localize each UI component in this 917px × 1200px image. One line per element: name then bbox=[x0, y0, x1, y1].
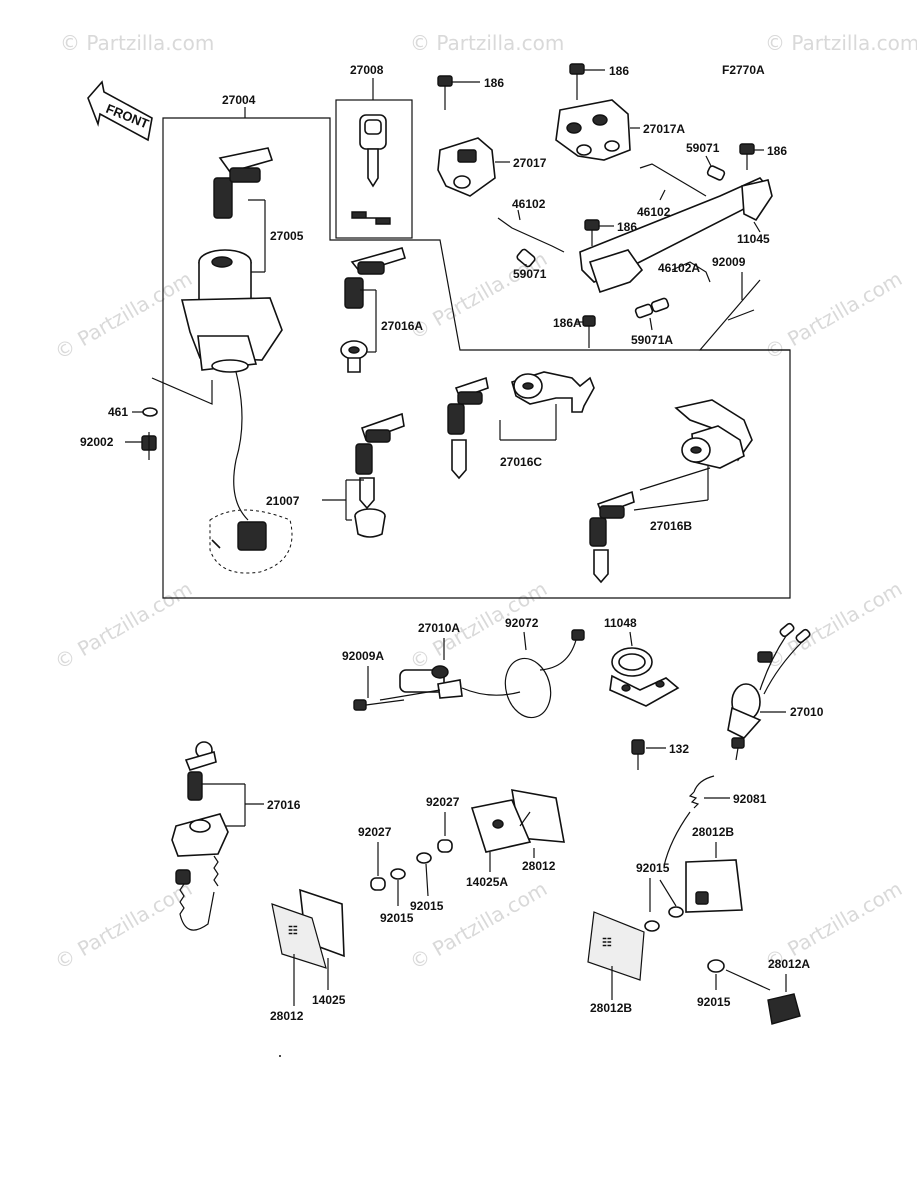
part-92027-spacer-a: 92027 bbox=[358, 825, 392, 891]
part-28012B-reflector-lower: ☷ 28012B bbox=[587, 911, 645, 1015]
part-92015-washer-d: 92015 bbox=[697, 959, 771, 1009]
watermark: © Partzilla.com bbox=[410, 31, 564, 55]
part-28012A-reflector: 28012A bbox=[767, 957, 810, 1025]
part-28012-reflector-mid: 28012 14025A bbox=[466, 789, 565, 889]
part-label-92027: 92027 bbox=[426, 795, 460, 809]
watermark: © Partzilla.com bbox=[761, 576, 907, 674]
part-label-28012: 28012 bbox=[270, 1009, 304, 1023]
part-label-27016B: 27016B bbox=[650, 519, 692, 533]
part-label-132: 132 bbox=[669, 742, 689, 756]
part-label-14025A: 14025A bbox=[466, 875, 508, 889]
part-label-92002: 92002 bbox=[80, 435, 114, 449]
part-27016C-lock: 27016C bbox=[447, 371, 595, 480]
part-label-461: 461 bbox=[108, 405, 128, 419]
part-92081-spring: 92081 bbox=[663, 775, 767, 867]
part-label-27017A: 27017A bbox=[643, 122, 685, 136]
part-label-27010A: 27010A bbox=[418, 621, 460, 635]
part-label-11048: 11048 bbox=[604, 616, 637, 630]
part-label-92072: 92072 bbox=[505, 616, 539, 630]
part-label-46102: 46102 bbox=[637, 205, 671, 219]
part-label-59071: 59071 bbox=[686, 141, 720, 155]
part-186-bolt-a: 186 bbox=[437, 75, 504, 110]
part-label-27016A: 27016A bbox=[381, 319, 423, 333]
stray-dot bbox=[279, 1055, 281, 1057]
watermark: © Partzilla.com bbox=[765, 31, 917, 55]
part-92027-spacer-b: 92027 bbox=[426, 795, 460, 853]
part-label-27004: 27004 bbox=[222, 93, 256, 107]
part-11048-clamp: 11048 bbox=[604, 616, 680, 707]
part-label-92015: 92015 bbox=[636, 861, 670, 875]
part-27017-bracket: 27017 bbox=[437, 137, 547, 197]
part-92002-screw: 92002 bbox=[80, 432, 157, 460]
part-27017A-bracket: 27017A bbox=[555, 99, 685, 161]
part-186A-bolt: 186A bbox=[553, 315, 596, 348]
part-label-59071A: 59071A bbox=[631, 333, 673, 347]
part-label-92009A: 92009A bbox=[342, 649, 384, 663]
part-186-bolt-b: 186 bbox=[569, 63, 629, 100]
part-132-bolt: 132 bbox=[631, 739, 689, 770]
part-461-washer: 461 bbox=[108, 377, 213, 419]
part-59071-clip-a: 59071 bbox=[686, 141, 726, 181]
part-label-186: 186 bbox=[767, 144, 787, 158]
part-label-46102A: 46102A bbox=[658, 261, 700, 275]
part-46102-rod-b: 46102 bbox=[637, 163, 707, 219]
part-21007-key-cap: 21007 bbox=[266, 412, 405, 538]
part-label-28012B: 28012B bbox=[692, 825, 734, 839]
part-label-186: 186 bbox=[609, 64, 629, 78]
part-27010-switch: 27010 bbox=[727, 622, 824, 761]
watermark: © Partzilla.com bbox=[60, 31, 214, 55]
watermark: © Partzilla.com bbox=[51, 576, 197, 674]
part-92072-band: 92072 bbox=[504, 616, 585, 719]
figure-code: F2770A bbox=[722, 63, 765, 77]
reflector-mark: ☷ bbox=[288, 925, 298, 937]
part-label-46102: 46102 bbox=[512, 197, 546, 211]
part-label-92081: 92081 bbox=[733, 792, 767, 806]
part-27016-chain-lock: 27016 bbox=[171, 741, 301, 931]
watermark: © Partzilla.com bbox=[51, 266, 197, 364]
kit-27004-outline: 27004 bbox=[162, 93, 791, 599]
part-27016A-key-lock: 27016A bbox=[340, 247, 423, 373]
part-27010A-switch: 27010A bbox=[399, 621, 521, 699]
part-label-186A: 186A bbox=[553, 316, 582, 330]
ignition-switch-assembly: 27005 bbox=[180, 147, 304, 574]
part-label-27016: 27016 bbox=[267, 798, 301, 812]
part-label-21007: 21007 bbox=[266, 494, 300, 508]
part-label-92027: 92027 bbox=[358, 825, 392, 839]
part-label-28012B: 28012B bbox=[590, 1001, 632, 1015]
part-28012B-reflector-upper: 28012B bbox=[685, 825, 743, 913]
part-92015-washer-a: 92015 bbox=[380, 868, 414, 925]
part-label-28012: 28012 bbox=[522, 859, 556, 873]
part-label-92015: 92015 bbox=[697, 995, 731, 1009]
part-label-27010: 27010 bbox=[790, 705, 824, 719]
part-label-14025: 14025 bbox=[312, 993, 346, 1007]
front-direction-arrow: FRONT bbox=[87, 80, 153, 142]
part-label-92015: 92015 bbox=[380, 911, 414, 925]
part-14025-reflector-left: ☷ 14025 28012 bbox=[270, 888, 346, 1023]
part-27016B-lock: 27016B bbox=[589, 399, 753, 584]
watermark: © Partzilla.com bbox=[51, 876, 197, 974]
part-59071A-clip: 59071A bbox=[631, 297, 673, 347]
part-label-59071: 59071 bbox=[513, 267, 547, 281]
part-92015-washer-b: 92015 bbox=[410, 852, 444, 913]
part-92015-washer-c: 92015 bbox=[636, 861, 684, 932]
part-label-11045: 11045 bbox=[737, 232, 770, 246]
part-11045-bracket: 11045 bbox=[579, 177, 773, 294]
reflector-mark: ☷ bbox=[602, 937, 612, 949]
part-label-27005: 27005 bbox=[270, 229, 304, 243]
part-label-186: 186 bbox=[484, 76, 504, 90]
part-label-28012A: 28012A bbox=[768, 957, 810, 971]
part-46102A-rod: 46102A bbox=[658, 261, 711, 283]
part-46102-rod-a: 46102 bbox=[497, 197, 565, 253]
part-186-bolt-c: 186 bbox=[739, 143, 787, 170]
part-59071-clip-b: 59071 bbox=[513, 248, 547, 281]
part-label-27017: 27017 bbox=[513, 156, 547, 170]
part-label-92009: 92009 bbox=[712, 255, 746, 269]
part-label-92015: 92015 bbox=[410, 899, 444, 913]
part-label-27016C: 27016C bbox=[500, 455, 542, 469]
part-label-27008: 27008 bbox=[350, 63, 384, 77]
part-92009-screw: 92009 bbox=[698, 255, 790, 351]
part-92009A-screw: 92009A bbox=[342, 649, 441, 711]
part-27008-key-tag: 27008 bbox=[335, 63, 413, 239]
